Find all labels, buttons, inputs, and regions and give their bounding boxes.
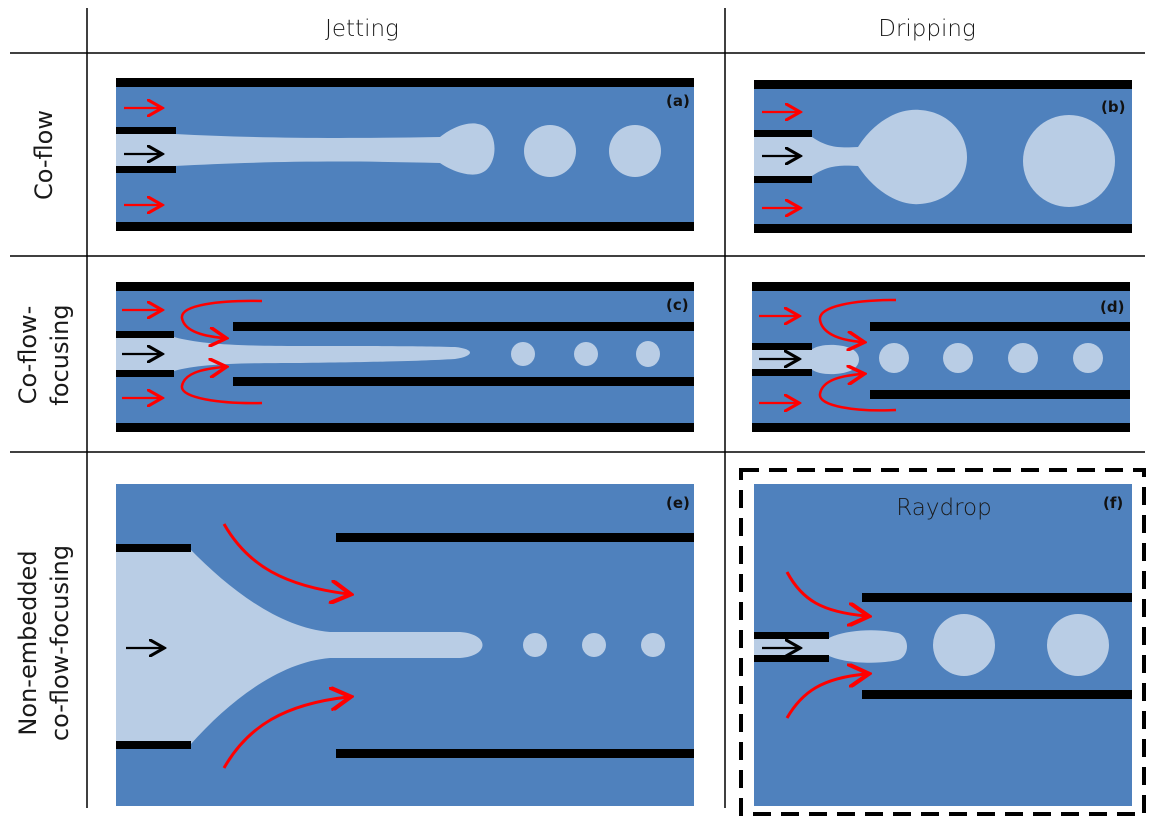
row-label-coflow: Co-flow [30,110,58,200]
panel-tag-e: (e) [666,494,690,512]
column-header-dripping: Dripping [878,16,976,42]
panel-tag-a: (a) [666,92,690,110]
row-label-coflow-focusing-2: focusing [46,304,74,405]
row-label-nonembedded-2: co-flow-focusing [46,545,74,741]
panel-tag-b: (b) [1101,98,1125,116]
panel-tag-f: (f) [1103,494,1123,512]
table-grid [10,8,1145,808]
raydrop-dashed-highlight [739,468,1146,816]
panel-f-raydrop: Raydrop (f) [739,468,1146,816]
panel-tag-d: (d) [1100,298,1124,316]
panel-c-coflow-focusing-jetting: (c) [116,282,694,432]
panel-tag-c: (c) [666,296,689,314]
row-label-nonembedded-1: Non-embedded [14,550,42,735]
panel-b-coflow-dripping: (b) [754,80,1132,233]
raydrop-title: Raydrop [896,495,991,521]
panel-e-nonembedded-jetting: (e) [116,484,694,806]
row-label-coflow-focusing-1: Co-flow- [14,306,42,405]
column-header-jetting: Jetting [325,16,399,42]
panel-d-coflow-focusing-dripping: (d) [752,282,1130,432]
panel-a-coflow-jetting: (a) [116,78,694,231]
